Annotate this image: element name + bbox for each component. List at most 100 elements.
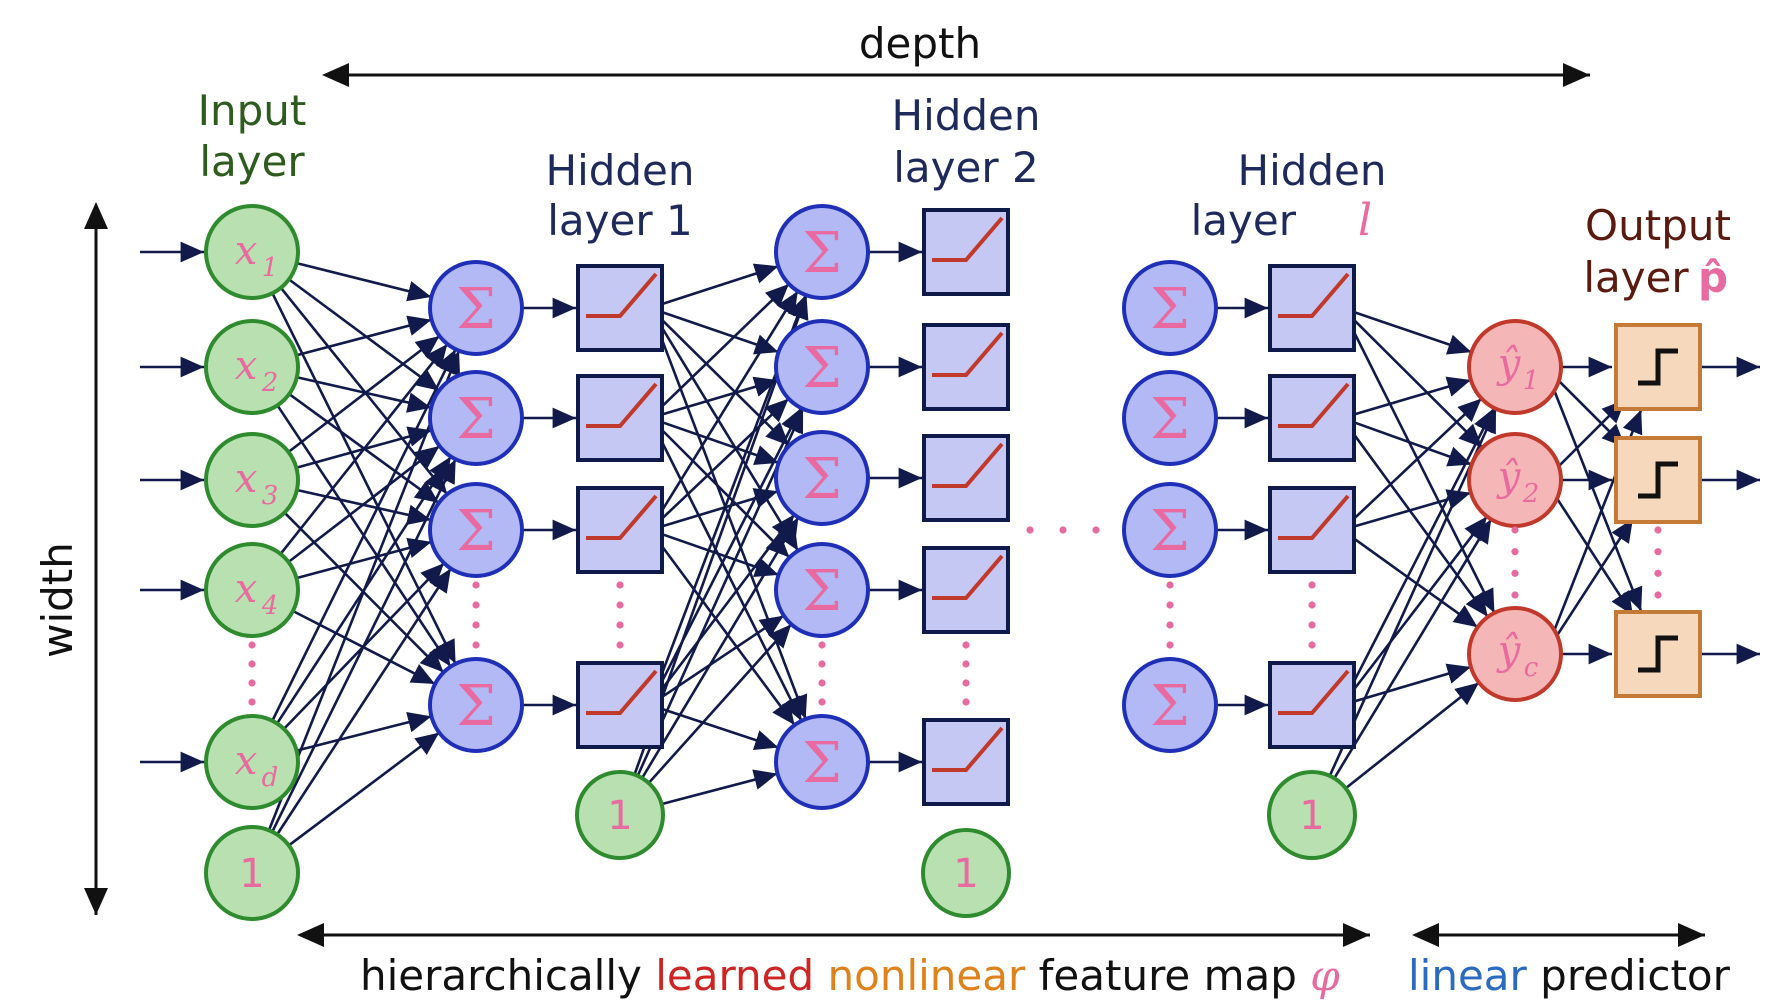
h1-relu-node-4-relu-curve bbox=[586, 669, 658, 715]
edge-arrow bbox=[296, 537, 432, 580]
h2-relu-node-1 bbox=[922, 208, 1010, 296]
hl-sum-vdots bbox=[1166, 641, 1174, 649]
edge-arrow bbox=[296, 315, 432, 357]
edge-arrow bbox=[657, 315, 791, 447]
h2-bias-node bbox=[921, 828, 1011, 918]
edge-arrow bbox=[625, 516, 800, 806]
ellipsis-dot bbox=[1059, 526, 1067, 534]
edge-arrow bbox=[1352, 420, 1473, 467]
edge-arrow bbox=[661, 263, 779, 306]
h2-relu-node-5-relu-curve bbox=[932, 726, 1004, 772]
bottom-caption-right: linear predictor bbox=[1408, 951, 1731, 1000]
output-node-1-label: ŷ bbox=[1496, 341, 1522, 387]
edge-arrow bbox=[1350, 535, 1479, 629]
edge-arrow bbox=[271, 348, 457, 722]
edge-arrow bbox=[287, 334, 441, 454]
edge-arrow bbox=[276, 567, 452, 836]
input-node-4-label: x bbox=[235, 566, 258, 612]
input-node-2 bbox=[204, 319, 300, 415]
edge-arrow bbox=[657, 397, 790, 523]
h2-relu-node-3 bbox=[922, 434, 1010, 522]
output-layer-title-2: layer bbox=[1583, 253, 1689, 302]
edge-arrow bbox=[1353, 376, 1472, 416]
h2-relu-vdots bbox=[962, 660, 970, 668]
h1-relu-node-2 bbox=[576, 374, 664, 462]
output-node-3-label: ŷ bbox=[1496, 628, 1522, 674]
hl-relu-vdots bbox=[1308, 601, 1316, 609]
hidden2-title-2: layer 2 bbox=[893, 143, 1038, 192]
h2-sum-node-2-symbol: Σ bbox=[802, 336, 842, 401]
edge-arrow bbox=[660, 420, 779, 465]
edge-arrow bbox=[288, 731, 440, 847]
output-node-2 bbox=[1467, 432, 1563, 528]
input-node-4 bbox=[204, 542, 300, 638]
h1-sum-node-1-symbol: Σ bbox=[456, 277, 496, 342]
h1-sum-node-4-symbol: Σ bbox=[456, 674, 496, 739]
hl-relu-node-4 bbox=[1268, 661, 1356, 749]
hl-relu-node-3-relu-curve bbox=[1278, 494, 1350, 540]
edges bbox=[140, 241, 1760, 847]
hl-sum-node-3-symbol: Σ bbox=[1150, 499, 1190, 564]
input-node-4-subscript: 4 bbox=[261, 591, 279, 621]
hl-relu-node-3 bbox=[1268, 486, 1356, 574]
edge-arrow bbox=[1352, 310, 1472, 355]
hl-relu-node-2 bbox=[1268, 374, 1356, 462]
input-layer-title-1: Input bbox=[198, 86, 307, 135]
hl-sum-node-1-symbol: Σ bbox=[1150, 277, 1190, 342]
caption-nonlinear: nonlinear bbox=[828, 951, 1026, 1000]
hl-relu-vdots bbox=[1308, 621, 1316, 629]
edge-arrow bbox=[1349, 315, 1484, 449]
h1-sum-node-2 bbox=[428, 370, 524, 466]
hl-relu-node-1 bbox=[1268, 264, 1356, 352]
edge-arrow bbox=[1550, 489, 1635, 617]
hiddenl-title-2: layer bbox=[1191, 196, 1297, 245]
edge-arrow bbox=[659, 614, 785, 700]
h2-relu-node-2-relu-curve bbox=[932, 331, 1004, 377]
output-node-3 bbox=[1467, 606, 1563, 702]
input-bias-node-label: 1 bbox=[239, 851, 264, 897]
output-var: p̂ bbox=[1698, 253, 1728, 302]
hl-sum-node-4 bbox=[1122, 657, 1218, 753]
step-node-3-step-curve bbox=[1638, 635, 1678, 673]
h2-sum-node-3 bbox=[774, 430, 870, 526]
edge-arrow bbox=[1548, 377, 1643, 612]
hl-bias-node-label: 1 bbox=[1299, 793, 1324, 839]
edge-arrow bbox=[1552, 374, 1627, 449]
hiddenl-var: l bbox=[1358, 195, 1372, 246]
hl-sum-vdots bbox=[1166, 601, 1174, 609]
h2-sum-node-1 bbox=[774, 204, 870, 300]
edge-arrow bbox=[1348, 426, 1489, 618]
input-vdots bbox=[248, 660, 256, 668]
edge-arrow bbox=[1552, 398, 1627, 473]
step-vdots bbox=[1654, 569, 1662, 577]
edge-arrow bbox=[660, 532, 779, 577]
h1-relu-node-3-relu-curve bbox=[586, 494, 658, 540]
h2-relu-node-1-relu-curve bbox=[932, 216, 1004, 262]
hidden2-title-1: Hidden bbox=[891, 91, 1040, 140]
step-node-2 bbox=[1614, 436, 1702, 524]
hl-sum-node-4-symbol: Σ bbox=[1150, 674, 1190, 739]
input-node-1-subscript: 1 bbox=[262, 253, 279, 283]
h1-relu-vdots bbox=[616, 621, 624, 629]
edge-arrow bbox=[1353, 663, 1472, 703]
hl-sum-vdots bbox=[1166, 581, 1174, 589]
step-vdots bbox=[1654, 526, 1662, 534]
input-node-5 bbox=[204, 714, 300, 810]
h1-sum-node-3-symbol: Σ bbox=[456, 499, 496, 564]
edge-arrow bbox=[1353, 489, 1472, 528]
edge-arrow bbox=[660, 310, 779, 355]
edge-arrow bbox=[271, 292, 457, 665]
output-node-3-subscript: c bbox=[1524, 653, 1539, 683]
h1-sum-vdots bbox=[472, 621, 480, 629]
caption-learned: learned bbox=[655, 951, 814, 1000]
input-node-2-label: x bbox=[235, 343, 258, 389]
h1-bias-node-label: 1 bbox=[607, 793, 632, 839]
hl-bias-node bbox=[1267, 770, 1357, 860]
h2-relu-node-4-relu-curve bbox=[932, 554, 1004, 600]
output-node-1-subscript: 1 bbox=[1523, 366, 1540, 396]
input-vdots bbox=[248, 679, 256, 687]
h2-sum-vdots bbox=[818, 679, 826, 687]
hl-sum-node-2-symbol: Σ bbox=[1150, 387, 1190, 452]
output-node-2-subscript: 2 bbox=[1522, 479, 1540, 509]
